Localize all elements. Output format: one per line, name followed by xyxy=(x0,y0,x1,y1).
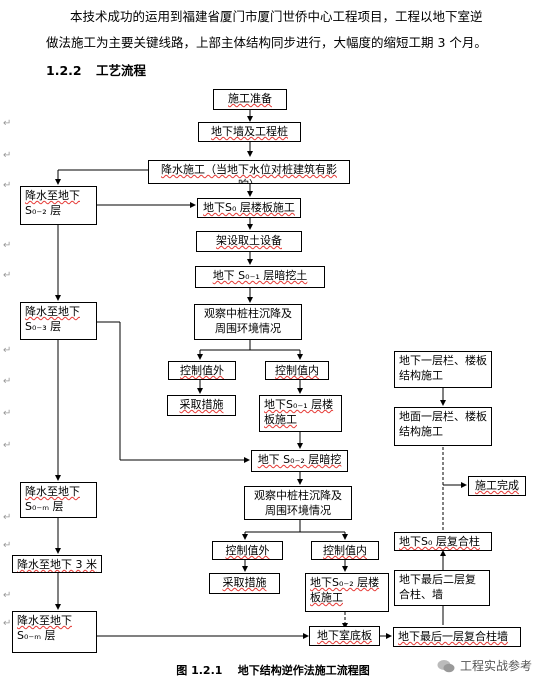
section-heading: 1.2.2 工艺流程 xyxy=(46,60,146,79)
flow-step-take-measures-1: 采取措施 xyxy=(167,395,236,416)
body-paragraph-line-2: 做法施工为主要关键线路，上部主体结构同步进行，大幅度的缩短工期 3 个月。 xyxy=(46,35,487,50)
section-number: 1.2.2 xyxy=(46,63,82,78)
flow-step-preparation: 施工准备 xyxy=(213,89,287,110)
flow-step-s01-slab: 地下S₀₋₁ 层楼板施工 xyxy=(259,395,342,432)
flow-step-last-composite: 地下最后一层复合柱墙 xyxy=(393,627,521,647)
paragraph-mark: ↵ xyxy=(3,240,12,251)
watermark: 工程实战参考 xyxy=(437,657,532,674)
flow-step-dewater-3m: 降水至地下 3 米 xyxy=(12,555,102,573)
wechat-icon xyxy=(437,659,455,672)
flow-step-b1-slab-structure: 地下一层栏、楼板结构施工 xyxy=(394,351,492,388)
paragraph-mark: ↵ xyxy=(3,590,12,601)
figure-caption-text: 地下结构逆作法施工流程图 xyxy=(237,664,370,677)
flow-step-dewater-s03: 降水至地下 S₀₋₃ 层 xyxy=(20,302,97,340)
flow-step-outside-limit-2: 控制值外 xyxy=(212,541,283,560)
flow-step-s02-excavation: 地下 S₀₋₂ 层暗挖 xyxy=(251,450,348,472)
paragraph-mark: ↵ xyxy=(3,118,12,129)
flow-step-soil-equipment: 架设取土设备 xyxy=(196,231,302,252)
flow-step-second-last-composite: 地下最后二层复合柱、墙 xyxy=(394,570,490,606)
flow-step-completion: 施工完成 xyxy=(468,476,526,496)
flow-step-outside-limit-1: 控制值外 xyxy=(168,361,236,380)
flow-step-dewater-s02: 降水至地下 S₀₋₂ 层 xyxy=(20,186,97,225)
paragraph-mark: ↵ xyxy=(3,408,12,419)
figure-caption: 图 1.2.1 地下结构逆作法施工流程图 xyxy=(0,662,546,678)
flow-step-s0-slab: 地下S₀ 层楼板施工 xyxy=(197,198,301,218)
flow-step-dewater-s0m-final: 降水至地下 S₀₋ₘ 层 xyxy=(12,611,97,653)
paragraph-mark: ↵ xyxy=(3,345,12,356)
section-title: 工艺流程 xyxy=(95,63,146,78)
figure-caption-label: 图 1.2.1 xyxy=(176,664,223,677)
paragraph-mark: ↵ xyxy=(3,150,12,161)
flow-step-within-limit-2: 控制值内 xyxy=(311,541,379,560)
paragraph-mark: ↵ xyxy=(3,540,12,551)
flow-step-basement-floor: 地下室底板 xyxy=(309,626,380,646)
flow-step-dewatering: 降水施工（当地下水位对桩建筑有影响） xyxy=(148,160,350,184)
paragraph-mark: ↵ xyxy=(3,376,12,387)
flow-step-ground-slab-structure: 地面一层栏、楼板结构施工 xyxy=(394,407,492,446)
flow-step-observe-settlement-1: 观察中桩柱沉降及周围环境情况 xyxy=(194,304,302,340)
flow-step-dewater-s0m: 降水至地下 S₀₋ₘ 层 xyxy=(20,482,97,518)
flow-step-s02-slab: 地下S₀₋₂ 层楼板施工 xyxy=(305,573,389,612)
flow-step-s0-composite-column: 地下S₀ 层复合柱墙 xyxy=(394,532,492,551)
paragraph-mark: ↵ xyxy=(3,512,12,523)
paragraph-mark: ↵ xyxy=(3,270,12,281)
paragraph-mark: ↵ xyxy=(3,180,12,191)
flow-step-diaphragm-wall: 地下墙及工程桩 xyxy=(198,122,301,142)
watermark-text: 工程实战参考 xyxy=(459,659,532,673)
flow-step-take-measures-2: 采取措施 xyxy=(209,573,280,594)
paragraph-mark: ↵ xyxy=(3,440,12,451)
body-paragraph-line-1: 本技术成功的运用到福建省厦门市厦门世侨中心工程项目，工程以地下室逆 xyxy=(70,9,483,24)
flow-step-s01-excavation: 地下 S₀₋₁ 层暗挖土 xyxy=(195,266,325,288)
flow-step-observe-settlement-2: 观察中桩柱沉降及周围环境情况 xyxy=(244,486,352,520)
flow-step-within-limit-1: 控制值内 xyxy=(265,361,329,380)
paragraph-mark: ↵ xyxy=(3,618,12,629)
